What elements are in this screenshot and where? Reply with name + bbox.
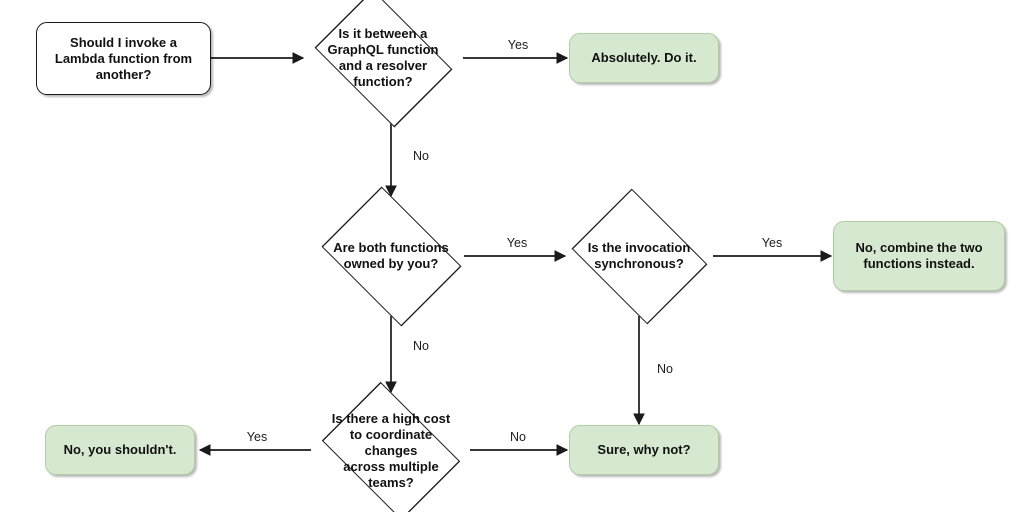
edge-label-synchronous-no: No: [657, 362, 673, 376]
node-result-surewhynot[interactable]: Sure, why not?: [569, 425, 719, 475]
node-result-combine-label: No, combine the two functions instead.: [855, 240, 983, 271]
node-result-surewhynot-label: Sure, why not?: [597, 442, 691, 457]
edge-label-owned-yes: Yes: [506, 236, 528, 250]
edge-label-highcost-yes: Yes: [246, 430, 268, 444]
edge-label-synchronous-yes: Yes: [761, 236, 783, 250]
diamond-shape: [314, 0, 452, 127]
edge-label-graphql-no: No: [413, 149, 429, 163]
node-decision-synchronous[interactable]: Is the invocation synchronous?: [561, 188, 717, 324]
edge-label-graphql-yes: Yes: [507, 38, 529, 52]
node-decision-graphql[interactable]: Is it between a GraphQL function and a r…: [303, 0, 463, 127]
node-result-shouldnt[interactable]: No, you shouldn't.: [45, 425, 195, 475]
diamond-shape: [321, 381, 461, 512]
node-decision-owned[interactable]: Are both functions owned by you?: [311, 185, 471, 327]
edge-label-owned-no: No: [413, 339, 429, 353]
node-start-label: Should I invoke a Lambda function from a…: [54, 34, 193, 82]
diamond-shape: [320, 185, 462, 327]
node-result-absolutely-label: Absolutely. Do it.: [591, 50, 697, 65]
node-result-shouldnt-label: No, you shouldn't.: [63, 442, 177, 457]
node-decision-highcost[interactable]: Is there a high cost to coordinate chang…: [311, 381, 471, 512]
edge-label-highcost-no: No: [510, 430, 526, 444]
node-result-combine[interactable]: No, combine the two functions instead.: [833, 221, 1005, 291]
diamond-shape: [571, 188, 707, 324]
node-start[interactable]: Should I invoke a Lambda function from a…: [36, 22, 211, 95]
node-result-absolutely[interactable]: Absolutely. Do it.: [569, 33, 719, 83]
